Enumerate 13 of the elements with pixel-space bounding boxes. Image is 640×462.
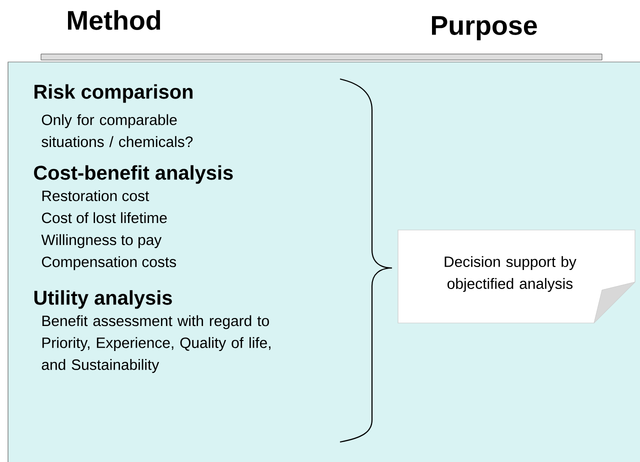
section-heading: Cost-benefit analysis (34, 165, 233, 184)
panel-background (8, 62, 640, 462)
body-text: Willingness to pay (41, 234, 162, 248)
body-text: Cost of lost lifetime (42, 212, 167, 224)
body-text: Only for comparable situations / chemicals? (42, 114, 193, 148)
body-text: Benefit assessment with regard to Priority, Experience, Quality of life, and Sustainability (42, 315, 270, 373)
section-heading: Risk comparison (34, 84, 192, 103)
note-box: Decision support by objectified analysis (398, 230, 636, 324)
column-heading: Method (68, 10, 160, 30)
section-heading: Utility analysis (34, 290, 172, 309)
column-heading: Purpose (432, 16, 537, 40)
body-text: Compensation costs (42, 256, 176, 270)
body-text: Restoration cost (42, 190, 150, 202)
